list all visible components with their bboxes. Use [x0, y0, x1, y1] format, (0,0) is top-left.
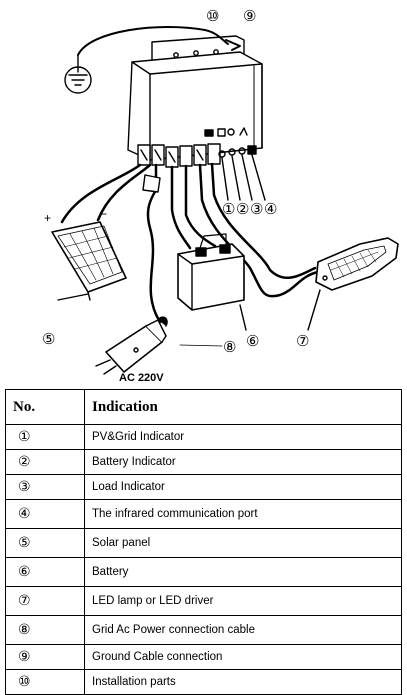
callout-4: ④	[264, 201, 277, 218]
pv-positive-cable	[60, 163, 142, 224]
row-number: ①	[5, 424, 85, 450]
ground-cable	[77, 26, 229, 56]
table-row: ② Battery Indicator	[5, 449, 402, 475]
table-header-row: No. Indication	[5, 389, 402, 425]
table-row: ⑥ Battery	[5, 557, 402, 587]
row-indication: Battery Indicator	[84, 449, 402, 475]
load-cable	[198, 163, 320, 298]
table-row: ⑨ Ground Cable connection	[5, 644, 402, 670]
row-number: ④	[5, 499, 85, 529]
row-number: ⑥	[5, 557, 85, 587]
callout-8: ⑧	[223, 339, 236, 356]
ac-plug	[95, 316, 168, 375]
callout-9: ⑨	[243, 8, 256, 25]
row-number: ⑧	[5, 615, 85, 645]
table-row: ⑤ Solar panel	[5, 528, 402, 558]
callout-6: ⑥	[246, 333, 259, 350]
row-number: ③	[5, 474, 85, 500]
row-indication: Ground Cable connection	[84, 644, 402, 670]
row-number: ⑩	[5, 669, 85, 695]
indicator-leds	[218, 145, 257, 158]
table-row: ④ The infrared communication port	[5, 499, 402, 529]
table-row: ③ Load Indicator	[5, 474, 402, 500]
row-indication: Battery	[84, 557, 402, 587]
terminal-block	[137, 143, 221, 168]
row-number: ⑦	[5, 586, 85, 616]
table-row: ① PV&Grid Indicator	[5, 424, 402, 450]
callout-2: ②	[236, 201, 249, 218]
row-indication: Solar panel	[84, 528, 402, 558]
legend-table: No. Indication ① PV&Grid Indicator ② Bat…	[5, 389, 402, 695]
header-indication: Indication	[84, 389, 402, 425]
row-indication: LED lamp or LED driver	[84, 586, 402, 616]
table-row: ⑦ LED lamp or LED driver	[5, 586, 402, 616]
header-no: No.	[5, 389, 85, 425]
row-indication: The infrared communication port	[84, 499, 402, 529]
minus-sign: −	[100, 207, 107, 221]
row-indication: Installation parts	[84, 669, 402, 695]
row-number: ⑤	[5, 528, 85, 558]
callout-10: ⑩	[206, 8, 219, 25]
ground-icon	[64, 54, 92, 94]
row-number: ⑨	[5, 644, 85, 670]
callout-3: ③	[250, 201, 263, 218]
plus-sign: +	[44, 211, 51, 225]
table-row: ⑧ Grid Ac Power connection cable	[5, 615, 402, 645]
row-indication: Grid Ac Power connection cable	[84, 615, 402, 645]
pv-negative-cable	[96, 163, 152, 222]
row-indication: PV&Grid Indicator	[84, 424, 402, 450]
controller-box	[127, 51, 263, 161]
row-number: ②	[5, 449, 85, 475]
callout-1: ①	[222, 201, 235, 218]
ac-cable	[146, 163, 162, 324]
callout-7: ⑦	[296, 333, 309, 350]
led-lamp	[315, 237, 399, 291]
ac-voltage-label: AC 220V	[119, 372, 164, 384]
callout-5: ⑤	[42, 331, 55, 348]
row-indication: Load Indicator	[84, 474, 402, 500]
system-wiring-diagram: + − ⑩ ⑨ ① ② ③ ④ ⑤ ⑧ ⑥ ⑦ AC 220V	[42, 8, 399, 384]
battery	[177, 233, 245, 311]
solar-panel	[51, 221, 127, 301]
table-row: ⑩ Installation parts	[5, 669, 402, 695]
